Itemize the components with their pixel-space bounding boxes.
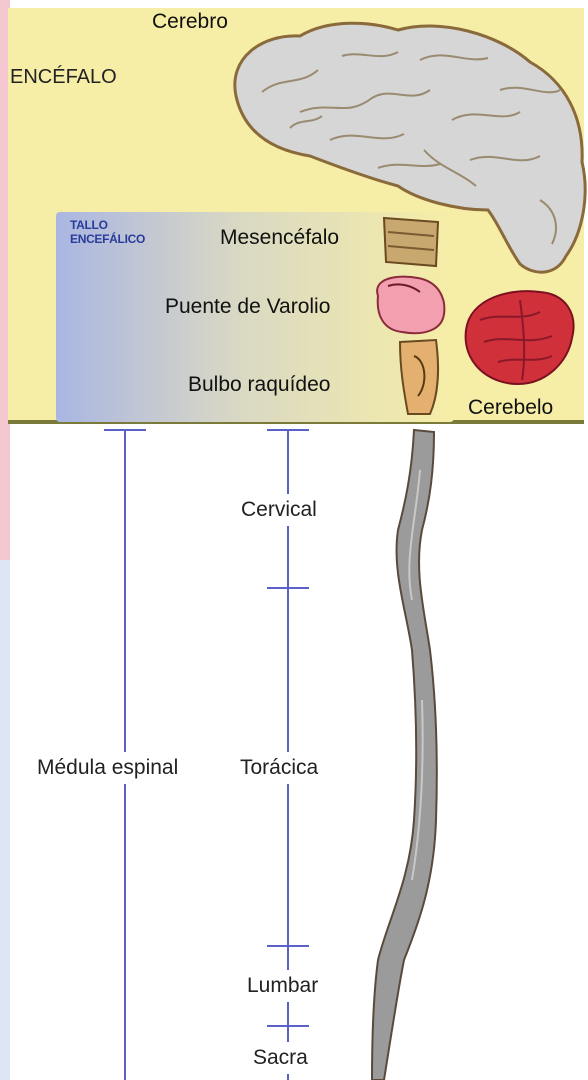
medulla-icon	[398, 338, 439, 415]
cerebelo-label: Cerebelo	[468, 396, 554, 419]
lumbar-label: Lumbar	[244, 970, 322, 1002]
left-edge-strip-bottom	[0, 560, 10, 1080]
cerebro-label: Cerebro	[152, 10, 228, 33]
pons-icon	[376, 275, 446, 335]
midbrain-icon	[382, 216, 440, 268]
bulbo-raquideo-label: Bulbo raquídeo	[188, 373, 331, 396]
brain-icon	[233, 21, 587, 274]
left-edge-strip-top	[0, 0, 10, 560]
medula-espinal-label: Médula espinal	[34, 752, 182, 784]
tallo-encefalico-label: TALLO ENCEFÁLICO	[70, 218, 146, 246]
mesencefalo-label: Mesencéfalo	[220, 226, 340, 249]
cerebellum-icon	[464, 290, 575, 386]
encefalo-label: ENCÉFALO	[10, 66, 117, 88]
puente-varolio-label: Puente de Varolio	[165, 295, 331, 318]
toracica-label: Torácica	[237, 752, 322, 784]
cervical-label: Cervical	[238, 494, 320, 526]
sacra-label: Sacra	[250, 1042, 311, 1074]
spinal-cord-icon	[370, 428, 438, 1080]
